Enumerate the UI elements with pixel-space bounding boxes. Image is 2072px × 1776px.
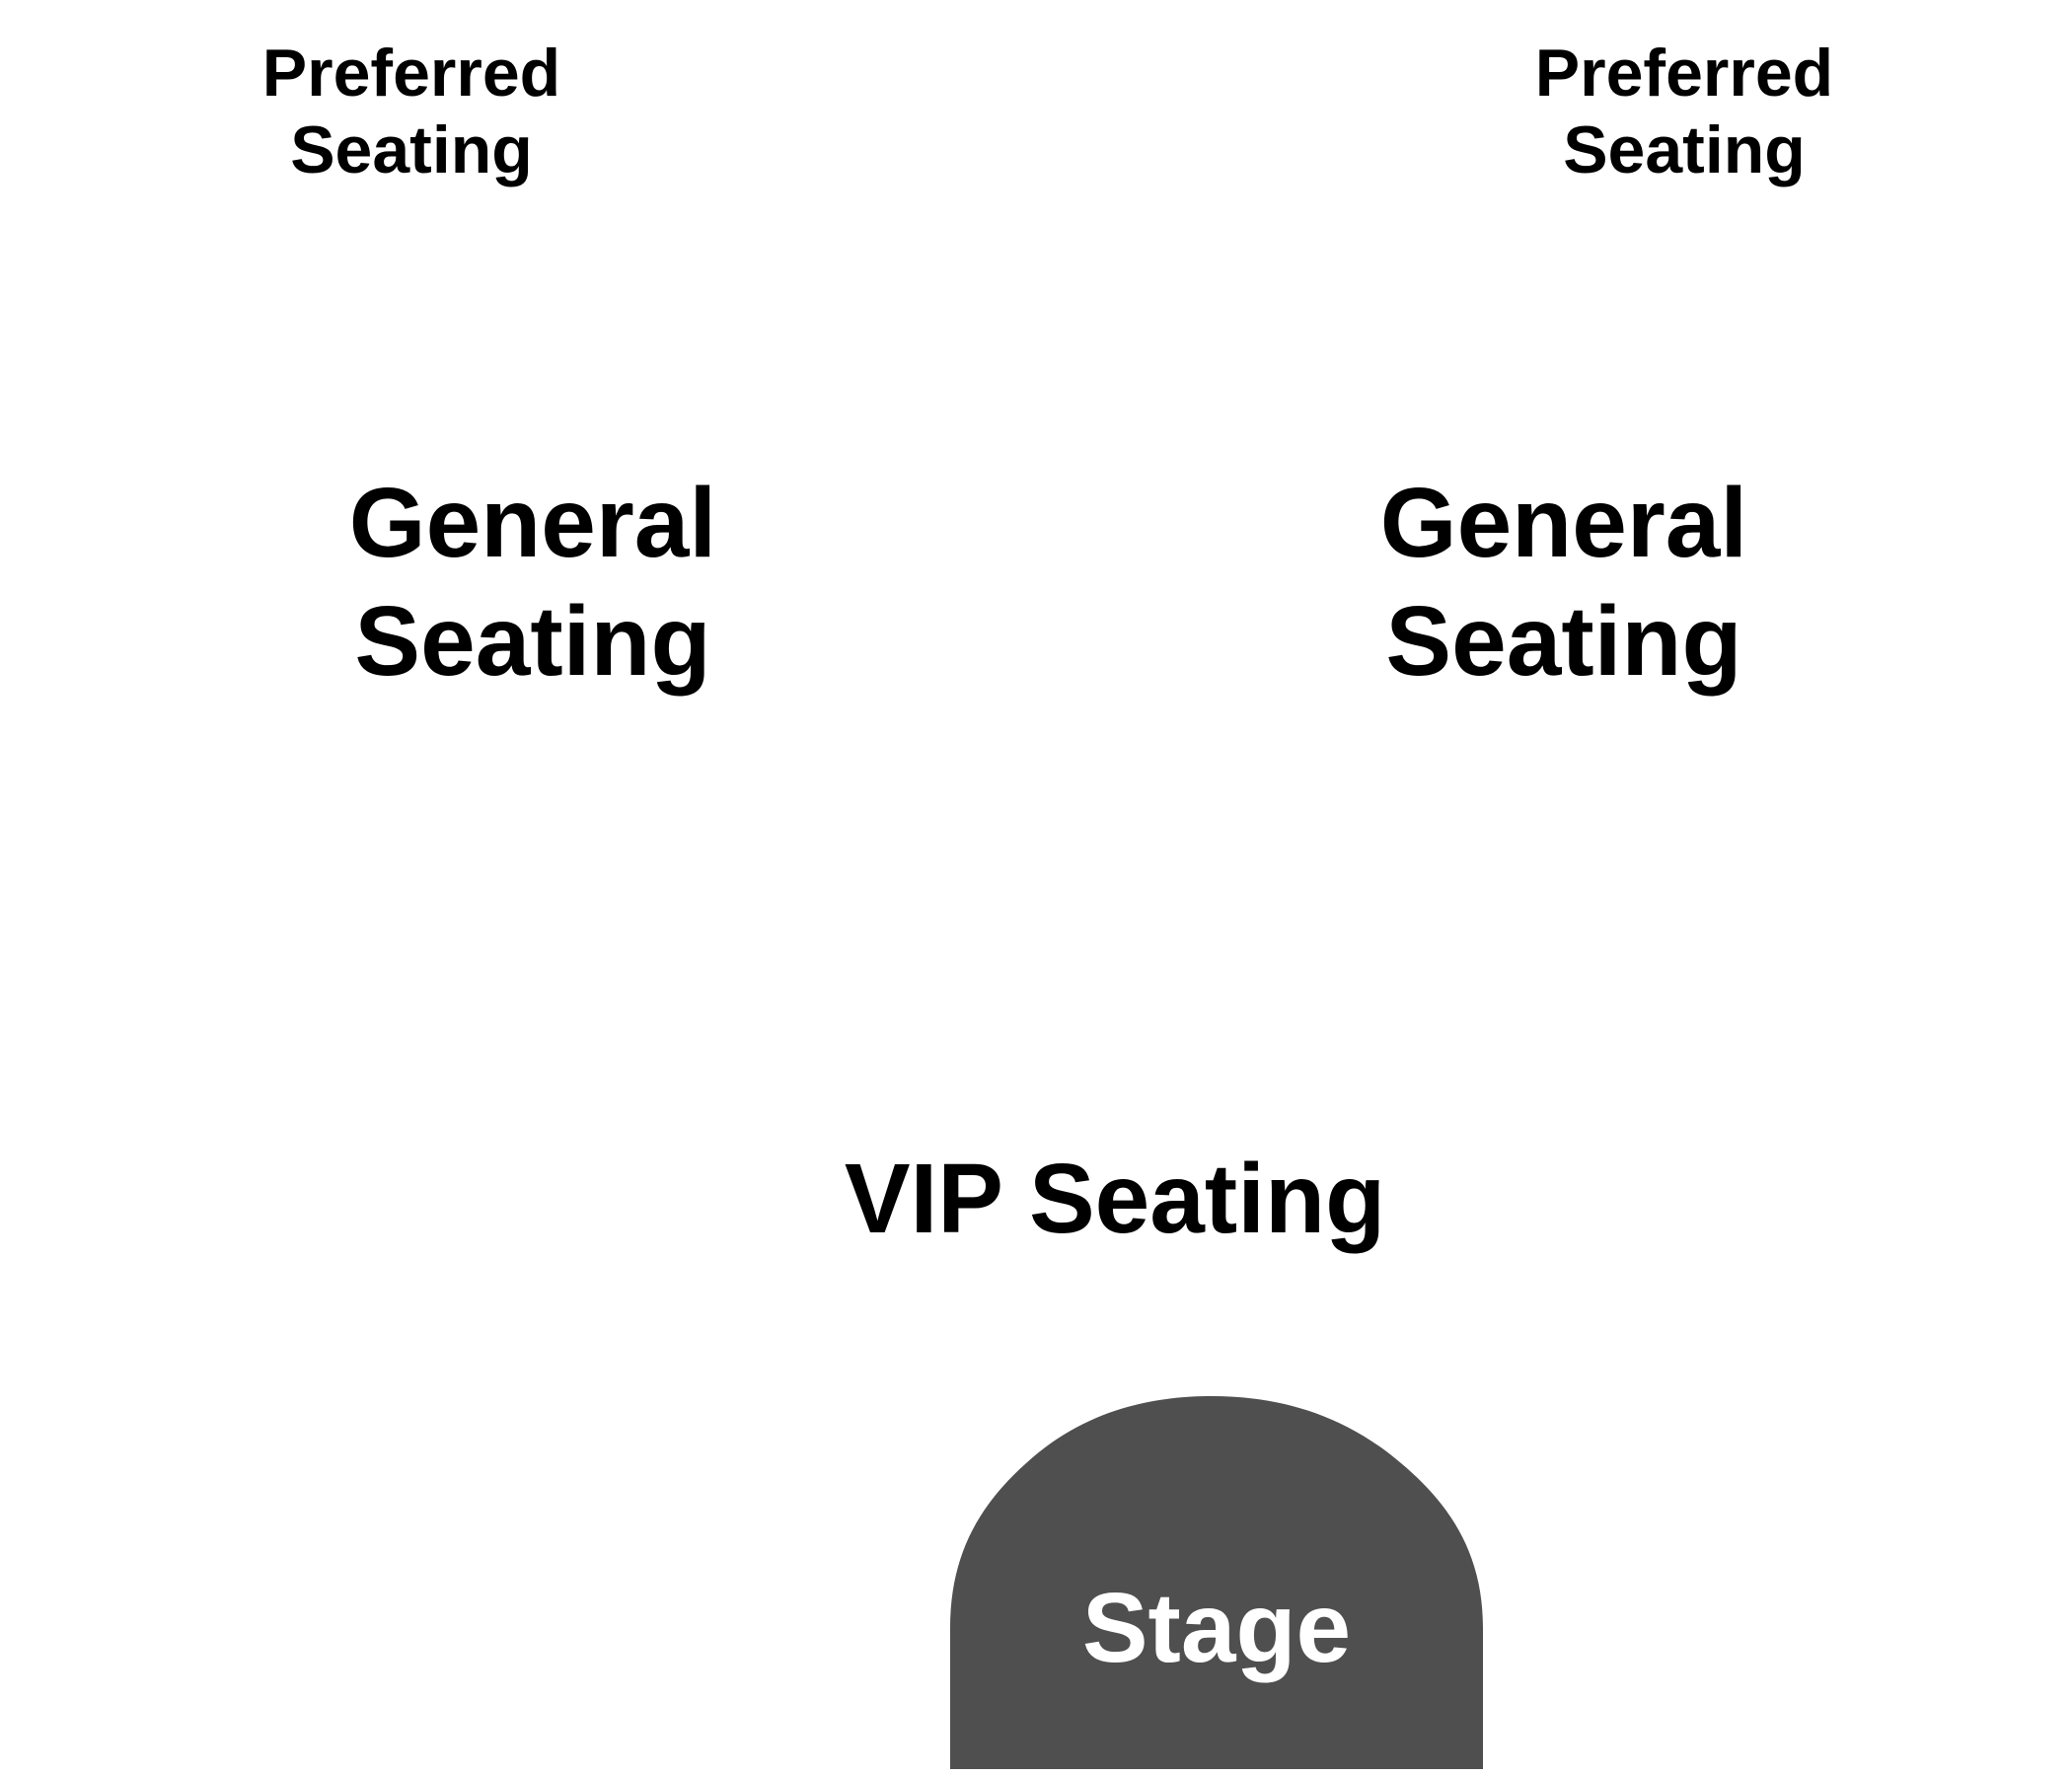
section-label-line: Seating	[1563, 112, 1806, 187]
general-seating-right[interactable]: General Seating	[1347, 464, 1781, 701]
section-label-line: VIP Seating	[844, 1144, 1386, 1254]
general-seating-left[interactable]: General Seating	[316, 464, 750, 701]
section-label-line: General	[348, 468, 717, 578]
section-label-line: Seating	[354, 586, 711, 697]
section-label-line: Preferred	[261, 36, 561, 111]
preferred-seating-right[interactable]: Preferred Seating	[1526, 35, 1842, 188]
section-label-line: General	[1379, 468, 1748, 578]
section-label-line: Preferred	[1534, 36, 1834, 111]
section-label-line: Seating	[290, 112, 533, 187]
stage-label: Stage	[1081, 1573, 1352, 1683]
vip-seating[interactable]: VIP Seating	[819, 1140, 1411, 1258]
section-label-line: Seating	[1385, 586, 1742, 697]
preferred-seating-left[interactable]: Preferred Seating	[254, 35, 569, 188]
stage-shape[interactable]	[950, 1396, 1483, 1769]
